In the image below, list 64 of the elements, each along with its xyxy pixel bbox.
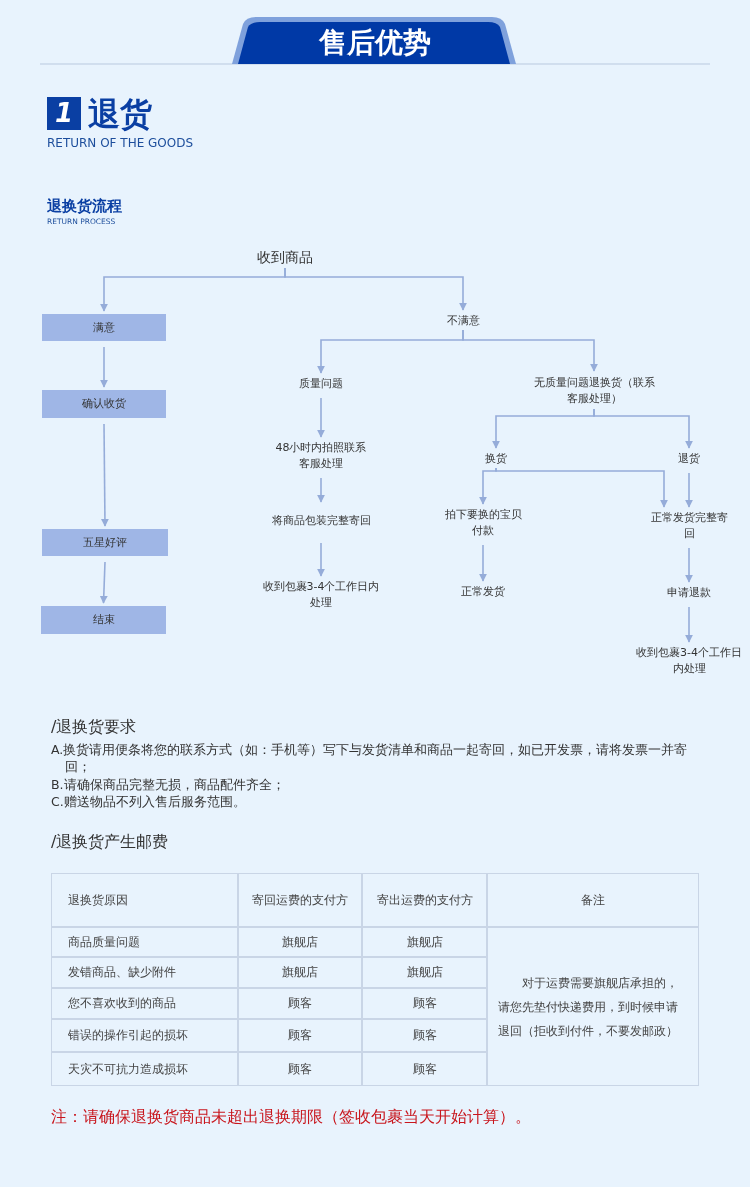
table-cell: 顾客 [362,1052,487,1086]
section-heading: /退换货要求 [51,717,138,738]
requirement-text: A.换货请用便条将您的联系方式（如：手机等）写下与发货清单和商品一起寄回，如已开发票，请将发票一并寄回； [51,741,689,776]
table-cell: 您不喜欢收到的商品 [51,988,238,1019]
process-box: 结束 [41,606,166,634]
arrow [593,408,693,449]
section-heading: 退货 [88,94,153,134]
table-cell: 顾客 [238,988,362,1019]
requirement-text: C.赠送物品不列入售后服务范围。 [51,793,247,811]
table-cell: 顾客 [362,988,487,1019]
table-cell: 旗舰店 [362,927,487,957]
step-text: 48小时内拍照联系客服处理 [271,440,371,472]
step-text: 将商品包装完整寄回 [271,505,371,537]
table-cell: 顾客 [238,1019,362,1052]
table-cell: 备注 [487,873,699,927]
arrow [685,547,693,583]
note-text: 注：请确保退换货商品未超出退换期限（签收包裹当天开始计算）。 [51,1107,532,1128]
step-text: 无质量问题退换货（联系客服处理） [529,374,659,408]
arrow [317,542,325,577]
table-cell: 顾客 [238,1052,362,1086]
process-box: 五星好评 [42,529,168,556]
step-text: 收到包裹3-4个工作日内处理 [634,645,744,677]
arrow [100,423,109,527]
process-box: 确认收货 [42,390,166,418]
arrow [479,544,487,582]
table-cell: 顾客 [362,1019,487,1052]
arrow [99,561,108,604]
step-text: 正常发货完整寄回 [649,510,729,542]
arrow [479,467,497,505]
arrow [317,477,325,503]
requirement-text: B.请确保商品完整无损，商品配件齐全； [51,776,286,794]
table-cell: 旗舰店 [238,957,362,988]
table-cell: 天灾不可抗力造成损坏 [51,1052,238,1086]
section-heading: /退换货产生邮费 [51,832,170,853]
process-heading: 退换货流程 [47,197,123,217]
arrow [685,606,693,643]
table-cell: 寄回运费的支付方 [238,873,362,927]
number-badge: 1 [47,97,81,130]
table-cell: 商品质量问题 [51,927,238,957]
table-cell: 对于运费需要旗舰店承担的，请您先垫付快递费用，到时候申请退回（拒收到付件，不要发邮政） [487,927,699,1086]
step-text: 退货 [669,451,709,467]
arrow [685,472,693,508]
table-cell: 旗舰店 [238,927,362,957]
step-text: 质量问题 [281,376,361,392]
step-text: 不满意 [433,313,493,329]
arrow [462,329,598,372]
arrow [495,467,668,508]
table-cell: 错误的操作引起的损坏 [51,1019,238,1052]
arrow [317,397,325,438]
title: 售后优势 [318,25,432,61]
step-text: 拍下要换的宝贝付款 [443,507,523,539]
step-text: 收到商品 [245,247,325,267]
table-cell: 寄出运费的支付方 [362,873,487,927]
step-text: 换货 [476,451,516,467]
arrow [100,346,108,388]
section-subheading: RETURN OF THE GOODS [47,136,195,152]
process-box: 满意 [42,314,166,341]
table-cell: 发错商品、缺少附件 [51,957,238,988]
table-cell: 退换货原因 [51,873,238,927]
arrow [284,267,467,311]
step-text: 收到包裹3-4个工作日内处理 [261,579,381,611]
step-text: 正常发货 [443,584,523,600]
step-text: 申请退款 [654,585,724,601]
table-cell: 旗舰店 [362,957,487,988]
